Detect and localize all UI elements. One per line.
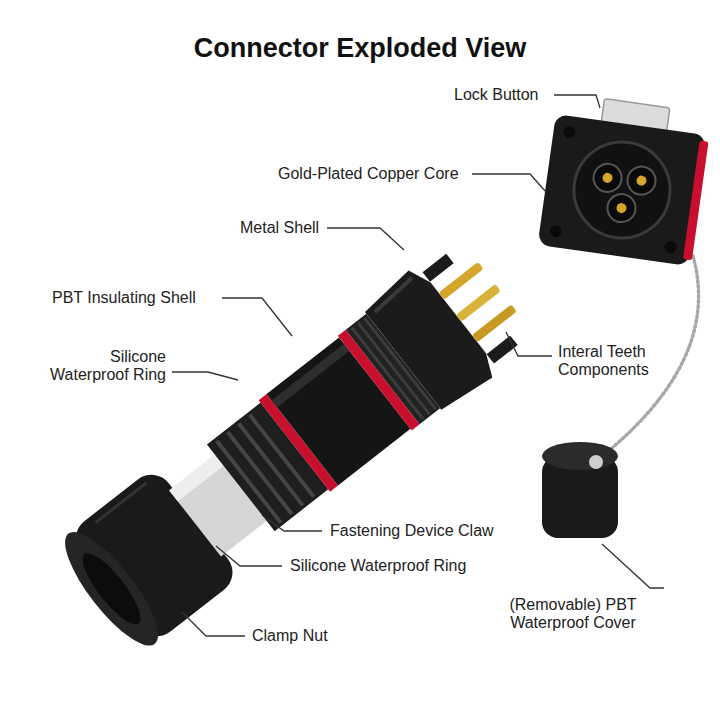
- cover-screw: [589, 455, 603, 469]
- part-label: Interal Teeth Components: [558, 343, 668, 379]
- nut-bore: [74, 546, 149, 631]
- part-label: Fastening Device Claw: [330, 522, 494, 540]
- leader-line: [262, 515, 322, 531]
- red-gasket: [683, 140, 709, 260]
- nut-edge: [95, 483, 146, 523]
- nut-face: [51, 520, 172, 657]
- leader-line: [327, 228, 404, 250]
- plug-assembly: [51, 232, 541, 658]
- part-label: Gold-Plated Copper Core: [278, 165, 459, 183]
- leader-line: [506, 332, 552, 356]
- gold-pin: [456, 284, 501, 322]
- screw-hole: [563, 125, 577, 139]
- pin-hole: [606, 192, 638, 224]
- panel-receptacle: [538, 92, 713, 266]
- part-label: Silicone Waterproof Ring: [290, 557, 466, 575]
- flange: [538, 114, 707, 266]
- leader-line: [554, 95, 600, 108]
- leader-line: [172, 372, 238, 380]
- gold-contact: [616, 202, 627, 213]
- gold-pin: [439, 262, 484, 300]
- latch-tab: [423, 254, 454, 282]
- gold-contact: [602, 172, 613, 183]
- part-label: Silicone Waterproof Ring: [38, 348, 166, 384]
- gold-pin: [472, 304, 517, 342]
- pin-hole: [592, 162, 624, 194]
- pin-hole: [626, 165, 658, 197]
- gold-contact: [636, 175, 647, 186]
- screw-hole: [664, 241, 678, 255]
- socket-face: [568, 136, 676, 244]
- shell-edge: [373, 278, 415, 312]
- leader-line: [216, 546, 282, 566]
- leader-line: [182, 612, 245, 636]
- diagram-title: Connector Exploded View: [0, 32, 720, 64]
- latch-tab: [487, 336, 518, 364]
- part-label: PBT Insulating Shell: [52, 289, 196, 307]
- screw-hole: [549, 224, 563, 238]
- part-label: (Removable) PBT Waterproof Cover: [488, 596, 658, 632]
- part-label: Lock Button: [454, 86, 539, 104]
- leader-line: [472, 174, 546, 192]
- leader-line: [222, 298, 292, 336]
- cover-top: [542, 442, 618, 470]
- waterproof-cover: [542, 442, 618, 538]
- part-label: Metal Shell: [240, 219, 319, 237]
- part-label: Clamp Nut: [252, 627, 328, 645]
- shell-highlight: [271, 344, 349, 408]
- leader-line: [602, 544, 664, 588]
